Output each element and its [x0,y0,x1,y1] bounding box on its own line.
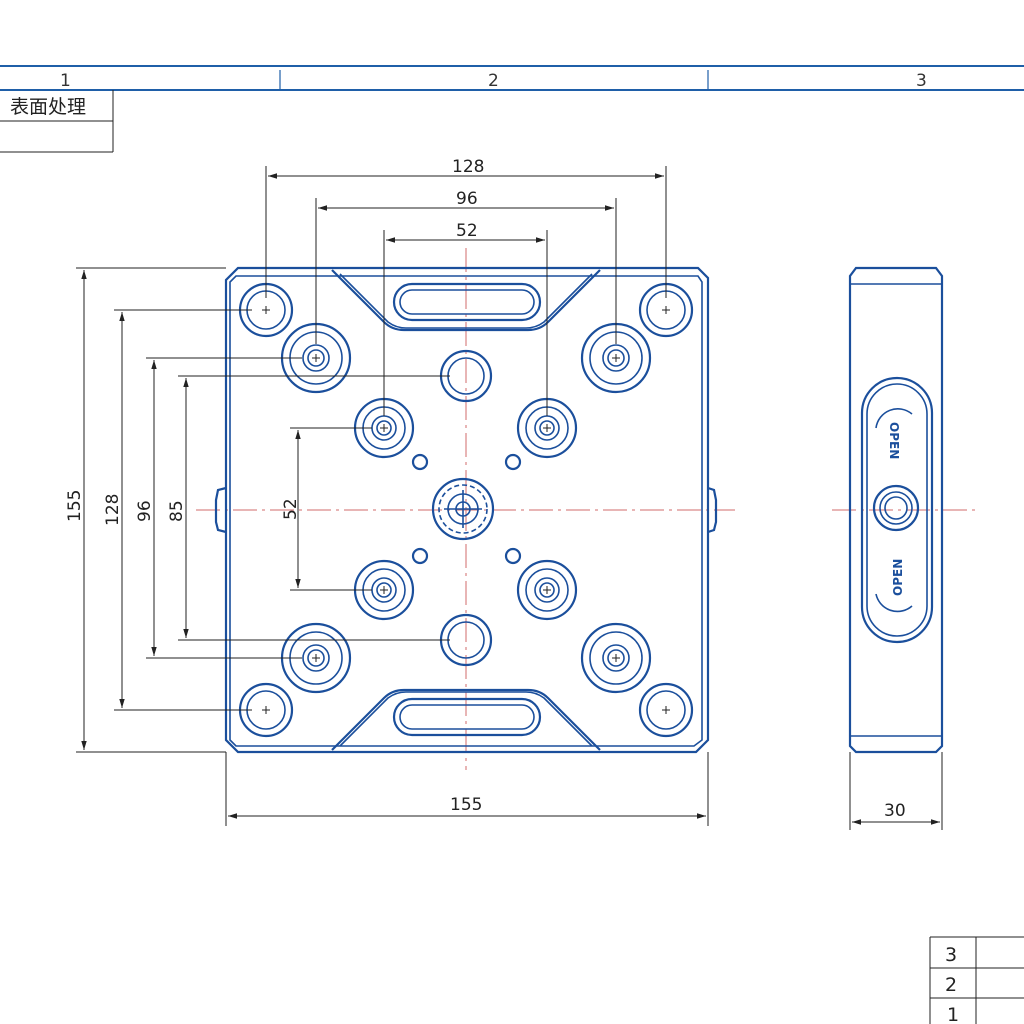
dim-top-96: 96 [456,189,478,209]
surface-treatment-box: 表面处理 [0,90,114,153]
rotate-arrow-icon [875,408,913,429]
surface-treatment-label: 表面处理 [10,96,86,118]
dim-side-30: 30 [884,801,906,821]
open-label-top: OPEN [887,422,901,459]
open-label-bottom: OPEN [891,559,905,596]
mounting-holes [238,282,694,738]
dimensions-top: 128 96 52 [265,157,667,416]
revision-row-1: 1 [947,1004,959,1024]
rotate-arrow-icon [875,593,913,613]
revision-row-3: 3 [945,944,957,966]
corner-hole [638,682,694,738]
revision-row-2: 2 [945,974,957,996]
small-hole [411,453,429,471]
dimensions-bottom: 155 30 [225,752,943,830]
zone-label-3: 3 [916,71,927,91]
dim-bottom-155: 155 [450,795,482,815]
front-view-plate [214,266,718,754]
pin-hole [516,559,578,621]
small-hole [411,547,429,565]
small-hole [504,453,522,471]
dim-top-52: 52 [456,221,478,241]
dim-left-155: 155 [65,490,85,522]
dim-left-128: 128 [103,494,123,526]
small-hole [504,547,522,565]
dimensions-left: 155 128 96 85 52 [65,267,450,753]
zone-label-1: 1 [60,71,71,91]
zone-label-2: 2 [488,71,499,91]
dim-left-52: 52 [281,498,301,520]
dim-left-85: 85 [167,500,187,522]
center-logo-emblem [431,477,495,541]
revision-table: 3 2 1 [929,936,1024,1024]
side-view: OPEN OPEN [848,266,944,754]
dim-left-96: 96 [135,500,155,522]
dim-top-128: 128 [452,157,484,177]
zone-bar: 1 2 3 [0,65,1024,91]
counterbore-hole [580,622,652,694]
